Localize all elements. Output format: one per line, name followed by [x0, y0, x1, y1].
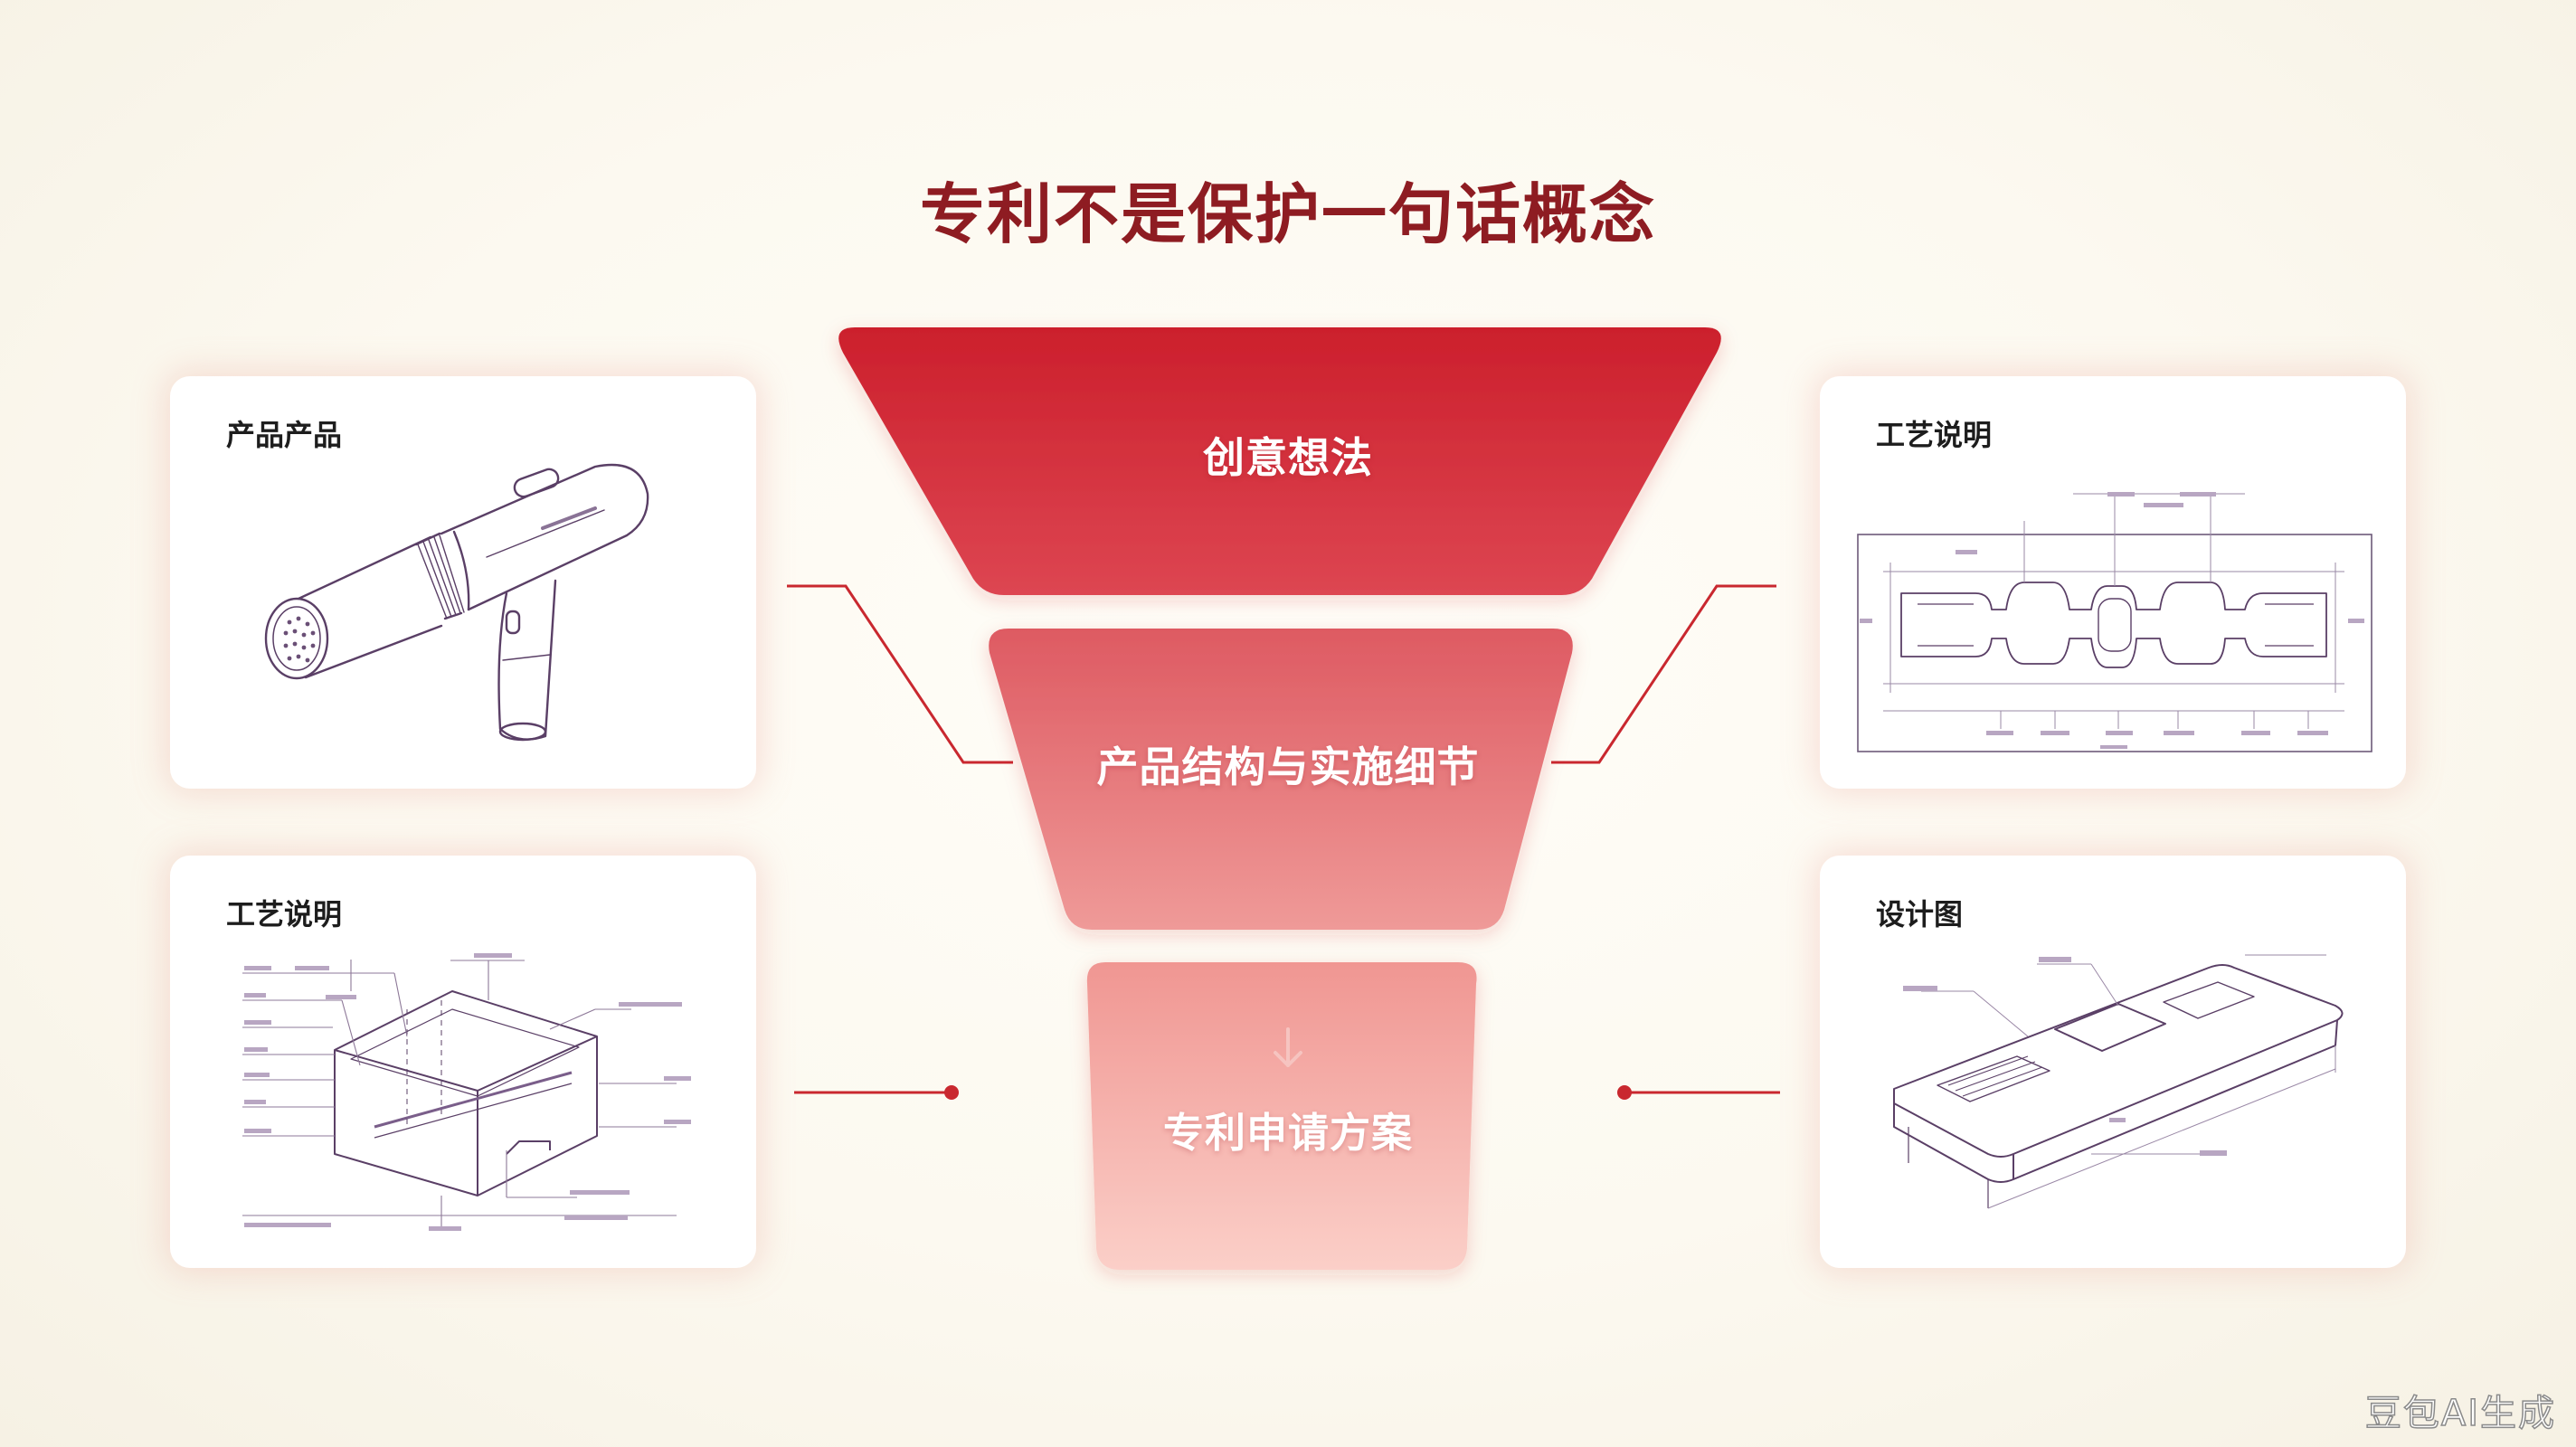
funnel-stage-1-label: 创意想法: [1203, 433, 1373, 482]
connector-top-left: [787, 584, 1013, 764]
arrow-down-icon: [1274, 1027, 1302, 1067]
page-title: 专利不是保护一句话概念: [919, 176, 1656, 252]
funnel-stage-1: [838, 327, 1721, 595]
card-title: 工艺说明: [226, 897, 343, 932]
card-process-right: 工艺说明: [1820, 376, 2406, 789]
card-process-left: 工艺说明: [170, 856, 756, 1268]
card-design: 设计图: [1820, 856, 2406, 1268]
card-title: 产品产品: [226, 418, 343, 452]
card-product: 产品产品: [170, 376, 756, 789]
technical-blueprint-drawing: [1857, 492, 2372, 752]
funnel-stage-3: [1086, 962, 1477, 1270]
watermark: 豆包AI生成: [2364, 1392, 2556, 1435]
card-title: 工艺说明: [1876, 418, 1993, 452]
card-title: 设计图: [1876, 897, 1964, 932]
funnel-stage-2-label: 产品结构与实施细节: [1096, 742, 1480, 791]
connector-top-right: [1551, 584, 1776, 764]
isometric-device-drawing: [1893, 954, 2344, 1209]
connector-dot-left: [944, 1085, 959, 1100]
connector-dot-right: [1617, 1085, 1632, 1100]
handheld-device-drawing: [264, 463, 649, 742]
funnel-stage-2: [989, 629, 1573, 930]
funnel-stage-3-label: 专利申请方案: [1162, 1109, 1413, 1157]
box-cross-section-drawing: [242, 953, 691, 1231]
